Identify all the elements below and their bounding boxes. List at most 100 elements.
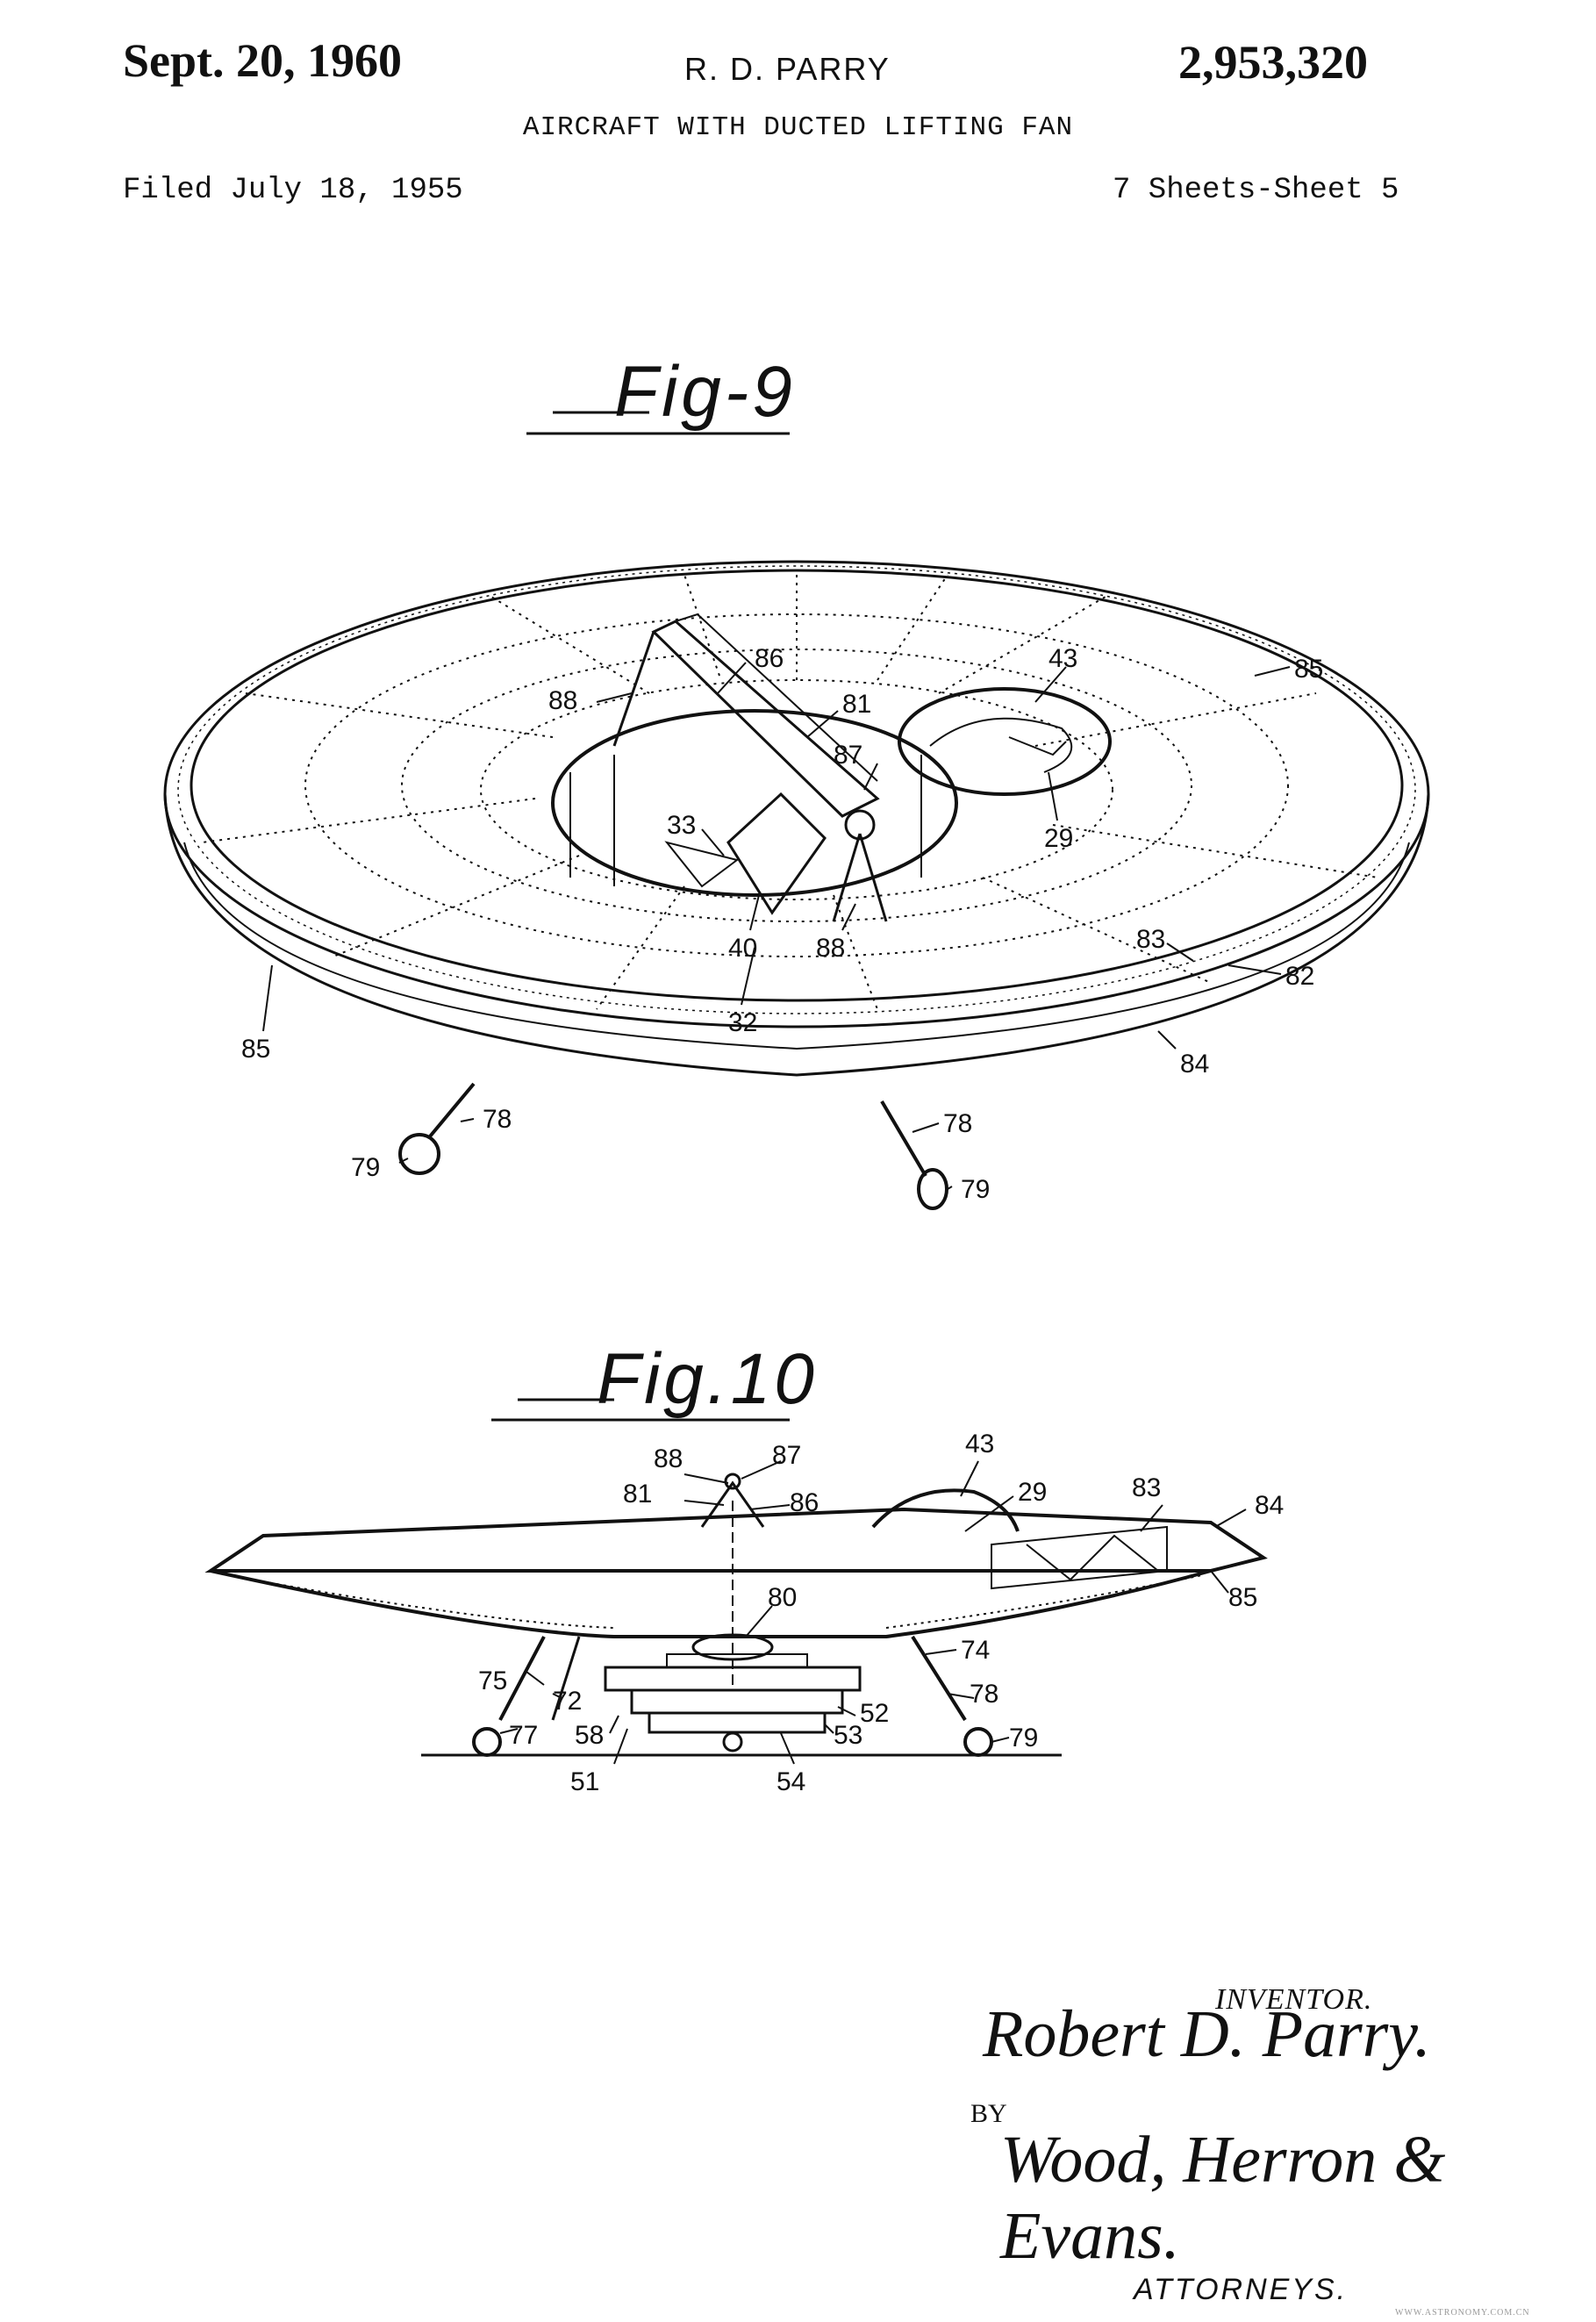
fig9-ring-2 [401, 649, 1192, 922]
fig10-ref-53: 53 [834, 1721, 862, 1750]
fig10-leg-left [498, 1636, 546, 1721]
fig9-ref-84: 84 [1180, 1050, 1209, 1079]
fig9-fan-blade [664, 841, 740, 888]
fig10-ref-43: 43 [965, 1430, 994, 1458]
fig9-ref-78a: 78 [483, 1105, 512, 1134]
fig9-ref-83: 83 [1136, 925, 1165, 954]
fig9-cockpit-seat [929, 717, 1073, 773]
attorneys-signature: Wood, Herron & Evans. [1000, 2123, 1446, 2273]
fig10-ref-80: 80 [768, 1583, 797, 1612]
fig9-ref-85a: 85 [1294, 655, 1323, 684]
figure-9 [163, 411, 1430, 1210]
by-label: BY [970, 2099, 1007, 2128]
fig9-ref-79b: 79 [961, 1175, 990, 1204]
fig10-ref-81: 81 [623, 1480, 652, 1509]
fig9-label: Fig-9 [614, 352, 796, 432]
fig9-central-duct [551, 709, 958, 897]
fig9-ref-88b: 88 [816, 934, 845, 963]
fig9-wheel-79a [398, 1133, 440, 1175]
fig9-ref-40: 40 [728, 934, 757, 963]
fig9-ring-3 [480, 679, 1113, 900]
fig10-wheel-left [472, 1727, 502, 1757]
fig10-ref-74: 74 [961, 1636, 990, 1665]
fig9-control-stick [1008, 736, 1067, 756]
fig10-ref-51: 51 [570, 1767, 599, 1796]
fig10-ref-79: 79 [1009, 1724, 1038, 1752]
fig10-fin-struts [700, 1480, 765, 1528]
fig9-ref-81: 81 [842, 690, 871, 719]
fig10-refs: 88 87 43 81 86 29 83 84 85 80 74 75 72 7… [478, 1430, 1284, 1796]
fig9-ref-79a: 79 [351, 1153, 380, 1182]
sheet-count: 7 Sheets-Sheet 5 [1113, 174, 1399, 207]
inventor-signature: Robert D. Parry. [983, 1997, 1431, 2071]
fig10-canopy [871, 1488, 1020, 1532]
fig10-ref-87: 87 [772, 1441, 801, 1470]
fig10-ref-29: 29 [1018, 1478, 1047, 1507]
fig10-label: Fig.10 [597, 1339, 818, 1419]
fig9-fan-hub [726, 792, 827, 915]
fig10-truss [991, 1525, 1168, 1590]
fig9-ref-78b: 78 [943, 1109, 972, 1138]
fig9-leg-78b [880, 1100, 927, 1178]
fig10-ref-88: 88 [654, 1444, 683, 1473]
fig10-ref-52: 52 [860, 1699, 889, 1728]
fig9-strut-88b [832, 833, 862, 922]
fig9-rim-rivets [177, 565, 1416, 1014]
fig10-ref-72: 72 [553, 1687, 582, 1716]
fig9-ref-33: 33 [667, 811, 696, 840]
fig9-ref-87: 87 [834, 741, 862, 770]
patent-title: AIRCRAFT WITH DUCTED LIFTING FAN [522, 112, 1074, 143]
fig10-fan-cap [666, 1653, 808, 1668]
fig9-ref-88a: 88 [548, 686, 577, 715]
fig9-fitting-87 [844, 809, 876, 841]
fig10-ref-77: 77 [509, 1721, 538, 1750]
fig9-wheel-79b [917, 1168, 948, 1210]
fig10-ref-58: 58 [575, 1721, 604, 1750]
fig10-ref-84: 84 [1255, 1491, 1284, 1520]
attorneys-label: ATTORNEYS. [1134, 2273, 1349, 2306]
fig10-leg-left-inner [551, 1636, 581, 1721]
fig10-ref-54: 54 [777, 1767, 805, 1796]
fig10-fitting-87 [724, 1473, 741, 1490]
fig9-skirt-line [183, 842, 1410, 1050]
fig9-leg-78a [428, 1082, 476, 1138]
fig10-ref-78: 78 [970, 1680, 998, 1709]
fig10-center-wheel [722, 1731, 743, 1752]
fig10-fan-stage-3 [648, 1711, 827, 1734]
fig9-radials [201, 572, 1378, 1010]
patent-number: 2,953,320 [1178, 36, 1368, 89]
fig10-ref-85: 85 [1228, 1583, 1257, 1612]
fig10-ref-75: 75 [478, 1666, 507, 1695]
fig9-ref-85b: 85 [241, 1035, 270, 1064]
fig10-hub [691, 1633, 774, 1661]
fig9-ref-29: 29 [1044, 824, 1073, 853]
fig9-strut-88a [612, 631, 655, 747]
filing-date: Filed July 18, 1955 [123, 174, 463, 207]
figure-10 [204, 1398, 1268, 1765]
watermark: WWW.ASTRONOMY.COM.CN [1395, 2308, 1530, 2318]
fig10-leaders [499, 1460, 1247, 1765]
fig10-ref-83: 83 [1132, 1473, 1161, 1502]
fig9-rim-inner [190, 569, 1404, 1002]
fig10-ref-86: 86 [790, 1488, 819, 1517]
fig10-saucer-bottom [210, 1569, 1212, 1638]
patent-date: Sept. 20, 1960 [123, 34, 403, 87]
fig9-skirt [163, 793, 1430, 1077]
inventor-label: INVENTOR. [1215, 1983, 1373, 2016]
fig9-leaders [262, 662, 1291, 1190]
fig9-tail-fin [651, 620, 880, 818]
fig10-fan-stage-2 [630, 1688, 844, 1715]
fig9-ref-82: 82 [1285, 962, 1314, 991]
fig10-wheel-right [963, 1727, 993, 1757]
fig9-ref-86: 86 [755, 644, 784, 673]
fig9-tail-fin-edge [675, 613, 878, 782]
fig9-ring-1 [304, 613, 1289, 957]
fig9-ref-32: 32 [728, 1008, 757, 1037]
fig10-leg-right [911, 1635, 967, 1722]
fig10-rivets [227, 1574, 1203, 1629]
fig9-ref-43: 43 [1048, 644, 1077, 673]
fig9-cockpit [898, 687, 1112, 796]
fig10-saucer-top [204, 1507, 1268, 1573]
fig9-refs: 86 88 81 87 43 85 29 33 40 88 32 83 82 8… [241, 644, 1323, 1204]
